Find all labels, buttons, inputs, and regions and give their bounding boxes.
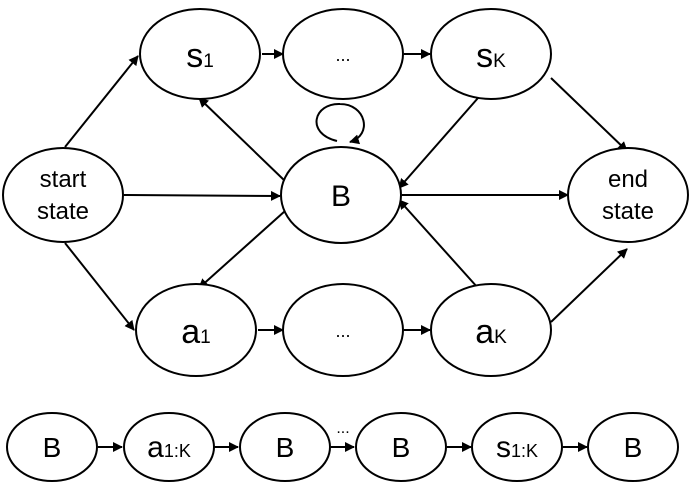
- edge-ak-to-end: [550, 248, 628, 323]
- node-s-ellipsis: ...: [282, 8, 404, 100]
- node-s1: s1: [139, 8, 261, 100]
- edge-b-to-a1: [198, 210, 286, 289]
- seq-node-a-1k: a1:K: [123, 412, 215, 482]
- node-a-ellipsis: ...: [282, 283, 404, 377]
- node-a1-label: a1: [181, 313, 211, 351]
- node-sk: sK: [430, 8, 552, 100]
- seq-node-b-1: B: [6, 412, 98, 482]
- node-start-state: start state: [2, 147, 124, 243]
- edge-start-to-b: [123, 190, 281, 201]
- node-a1: a1: [135, 283, 257, 377]
- seq-node-b-3-label: B: [392, 432, 411, 463]
- edge-b-self-loop: [315, 102, 365, 145]
- node-s-ellipsis-label: ...: [335, 45, 350, 65]
- edge-start-to-s1: [64, 55, 139, 148]
- seq-node-b-3: B: [355, 412, 447, 482]
- seq-node-b-2: B: [239, 412, 331, 482]
- node-end-state: end state: [567, 147, 689, 243]
- seq-node-b-1-label: B: [43, 432, 62, 463]
- edge-b-to-s1: [198, 97, 286, 182]
- seq-node-b-4-label: B: [624, 432, 643, 463]
- seq-node-b-4: B: [587, 412, 679, 482]
- node-sk-label: sK: [476, 37, 506, 75]
- node-start-state-line1: start: [40, 166, 87, 193]
- seq-node-s-1k-label: s1:K: [496, 431, 538, 464]
- node-ak: aK: [430, 283, 552, 377]
- seq-node-b-2-label: B: [276, 432, 295, 463]
- seq-node-s-1k: s1:K: [471, 412, 563, 482]
- node-b-label: B: [331, 180, 351, 213]
- edge-sk-to-b: [398, 97, 479, 189]
- node-end-state-line2: state: [602, 198, 654, 225]
- edge-ak-to-b: [398, 199, 479, 289]
- top-diagram-edges: [64, 49, 628, 335]
- node-ak-label: aK: [475, 313, 507, 351]
- node-s1-label: s1: [186, 37, 214, 75]
- edge-sk-to-end: [550, 77, 628, 152]
- edge-start-to-a1: [64, 242, 135, 331]
- node-end-state-line1: end: [608, 166, 648, 193]
- seq-ellipsis: ...: [336, 420, 349, 437]
- node-a-ellipsis-label: ...: [335, 321, 350, 341]
- seq-node-a-1k-label: a1:K: [147, 431, 191, 464]
- node-start-state-line2: state: [37, 198, 89, 225]
- node-b: B: [280, 146, 402, 244]
